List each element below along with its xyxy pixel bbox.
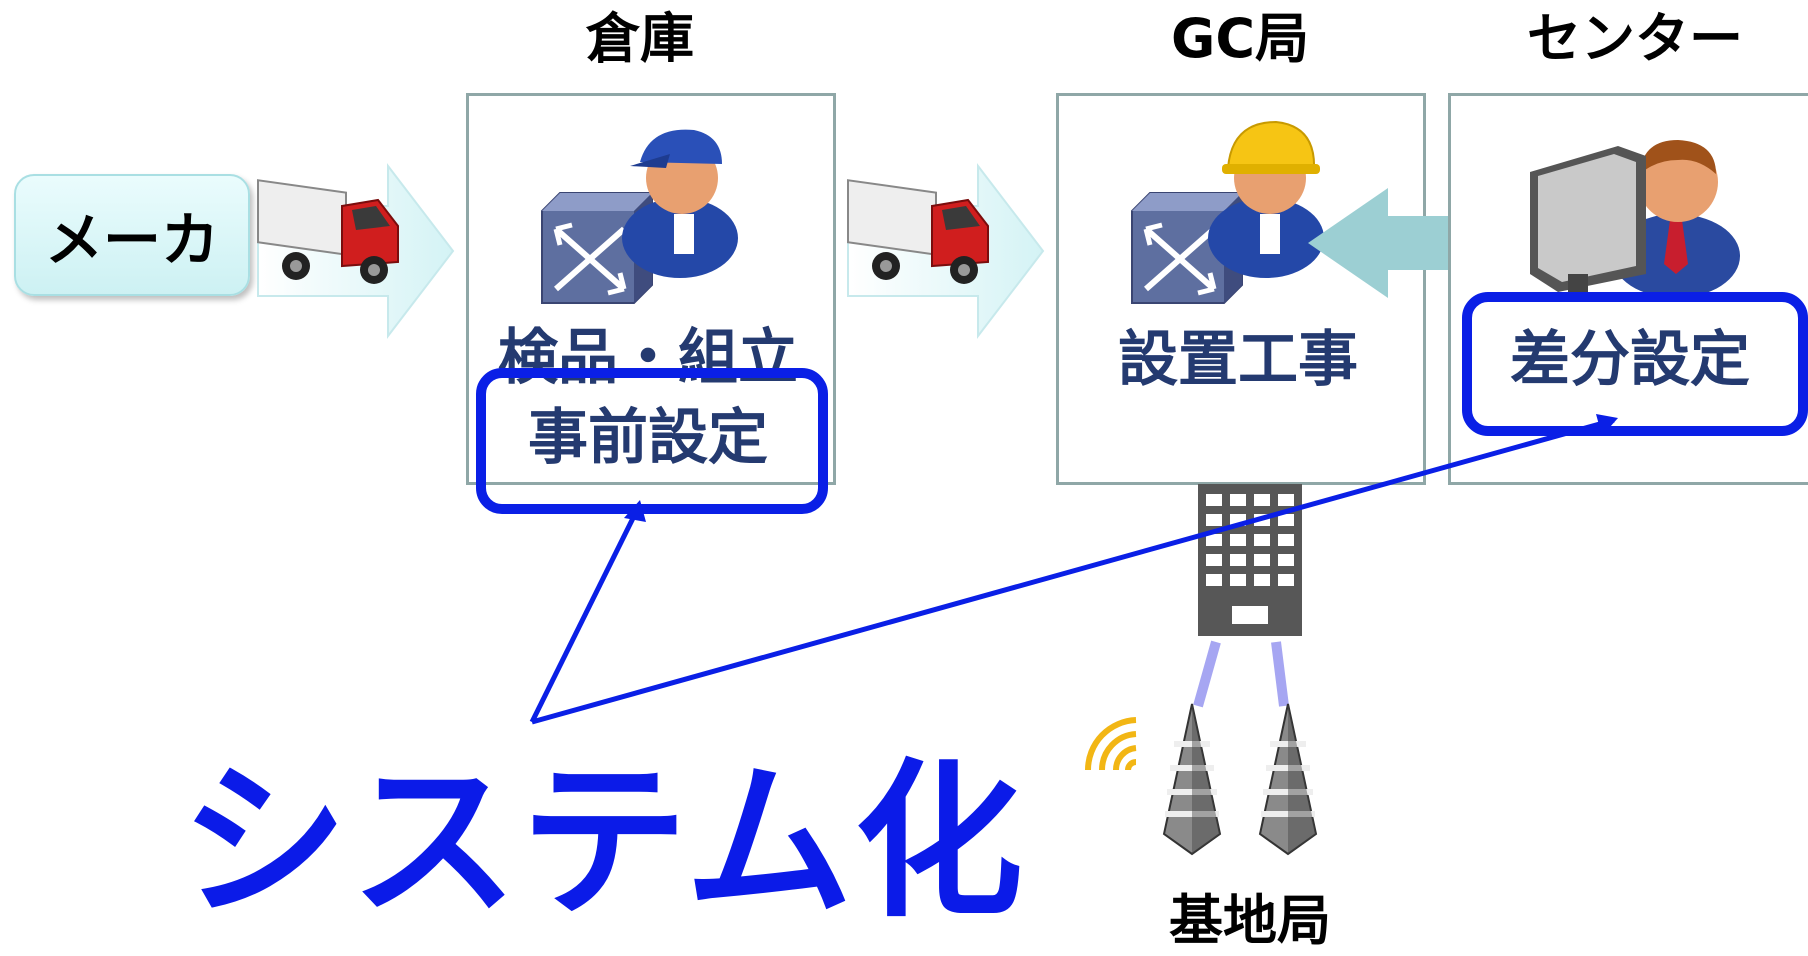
worker-cap-icon xyxy=(622,129,738,278)
heading-gc: GC局 xyxy=(1171,7,1309,70)
worker-hardhat-icon xyxy=(1208,120,1324,278)
base-station-label: 基地局 xyxy=(1169,889,1331,952)
settings-push-arrow xyxy=(1308,188,1536,298)
center-highlight-box xyxy=(1462,292,1808,436)
gc-task-label: 設置工事 xyxy=(1118,325,1358,395)
delivery-truck-icon xyxy=(257,179,399,284)
warehouse-task-line2: 事前設定 xyxy=(528,403,768,473)
system-label: システム化 xyxy=(180,744,1025,940)
network-switch-icon xyxy=(541,192,653,304)
maker-box: メーカ xyxy=(14,174,250,296)
heading-center: センター xyxy=(1527,7,1743,70)
warehouse-task-line1: 検品・組立 xyxy=(498,323,798,393)
heading-warehouse: 倉庫 xyxy=(586,7,694,70)
center-task-label: 差分設定 xyxy=(1510,325,1750,395)
antenna-tower-icon-2 xyxy=(1258,703,1318,856)
building-icon xyxy=(1198,484,1302,636)
delivery-truck-icon-2 xyxy=(847,179,989,284)
wireless-signal-icon xyxy=(1084,717,1137,771)
operator-computer-icon xyxy=(1530,140,1740,298)
antenna-tower-icon xyxy=(1162,703,1222,856)
